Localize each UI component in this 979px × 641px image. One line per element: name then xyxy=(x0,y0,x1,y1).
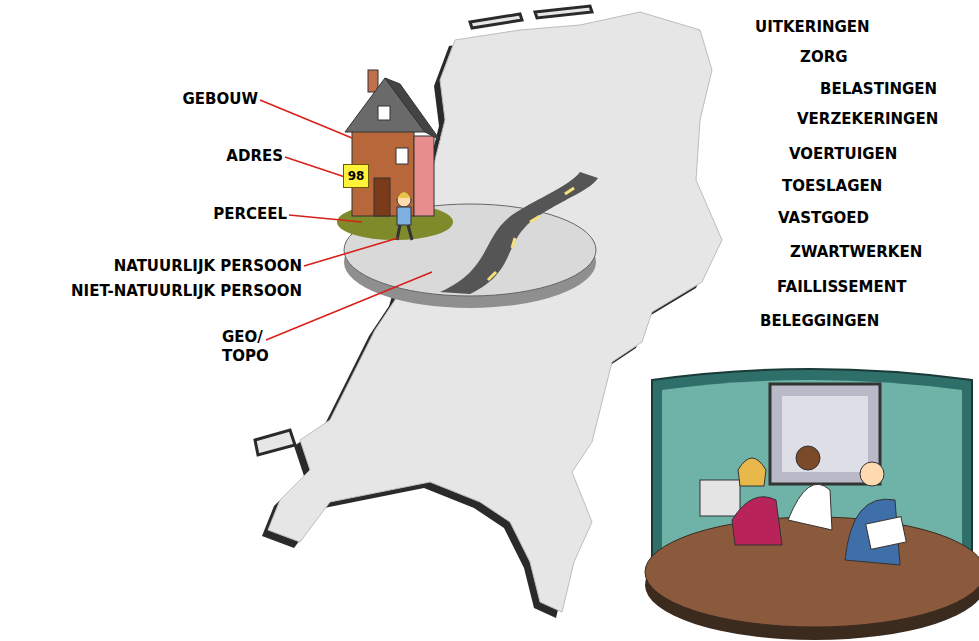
window xyxy=(378,106,390,120)
door xyxy=(374,178,390,216)
part-label: FAILLISSEMENT xyxy=(777,278,907,297)
part-label: ZORG xyxy=(800,48,848,67)
house-side xyxy=(414,136,434,216)
road xyxy=(440,172,598,294)
man-body xyxy=(788,484,832,530)
person-hair xyxy=(397,192,411,198)
part-label: BELEGGINGEN xyxy=(760,312,879,331)
desk xyxy=(645,517,979,627)
window xyxy=(396,148,408,164)
address-sign: 98 xyxy=(343,164,369,188)
part-label: PERCEEL xyxy=(213,205,287,224)
office-wall-inner xyxy=(662,380,962,550)
video-image xyxy=(782,396,868,472)
roof-side xyxy=(385,78,440,140)
part-label: VASTGOED xyxy=(778,209,869,228)
person-body xyxy=(397,207,411,225)
woman-body xyxy=(732,497,782,545)
island xyxy=(255,430,295,455)
man-head xyxy=(860,462,884,486)
part-label: GEO/ TOPO xyxy=(222,328,274,366)
part-label: ZWARTWERKEN xyxy=(790,243,922,262)
part-label: TOESLAGEN xyxy=(782,177,882,196)
part-label: ADRES xyxy=(226,147,283,166)
part-label: VOERTUIGEN xyxy=(789,145,897,164)
person-legs xyxy=(397,225,412,240)
person-head xyxy=(397,193,411,207)
part-label: BELASTINGEN xyxy=(820,80,937,99)
man-head xyxy=(796,446,820,470)
paper xyxy=(866,517,907,550)
part-label: NIET-NATUURLIJK PERSOON xyxy=(71,282,302,301)
woman-hair xyxy=(738,458,766,486)
part-label: UITKERINGEN xyxy=(755,18,870,37)
part-label: NATUURLIJK PERSOON xyxy=(114,257,302,276)
island xyxy=(470,14,522,28)
part-label: VERZEKERINGEN xyxy=(797,110,938,129)
road-marks xyxy=(488,188,574,280)
house-number: 98 xyxy=(348,169,365,183)
computer-monitor xyxy=(700,480,740,516)
part-label: GEBOUW xyxy=(183,90,258,109)
island xyxy=(535,6,592,18)
